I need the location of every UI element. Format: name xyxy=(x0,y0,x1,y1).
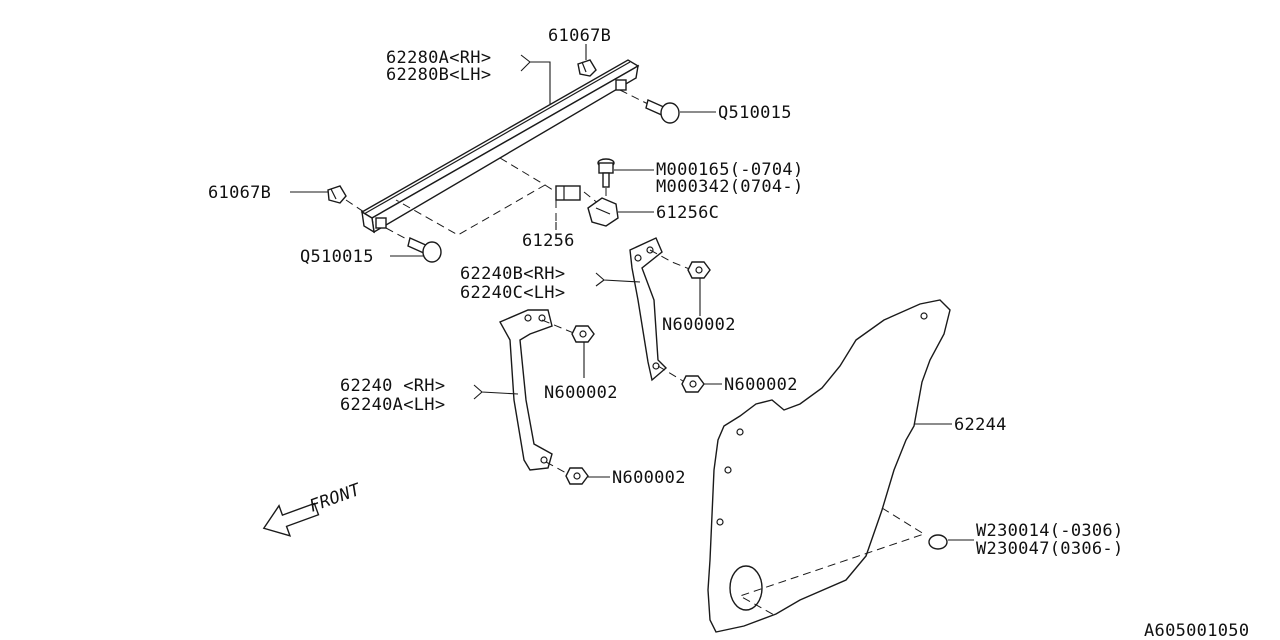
rear-guide-rail xyxy=(629,237,693,385)
screw-left xyxy=(385,227,442,263)
label-nut-rear-lower: N600002 xyxy=(724,375,798,395)
bolt xyxy=(597,158,615,198)
label-sash-lh: 62280B<LH> xyxy=(386,65,491,85)
label-front-marker: FRONT xyxy=(307,479,365,516)
nut-rear-lower xyxy=(681,375,705,393)
leader-lines xyxy=(290,44,974,541)
screw-top-right xyxy=(619,89,680,124)
front-arrow xyxy=(262,502,320,537)
bracket-61256c xyxy=(587,197,619,227)
label-clip-top: 61067B xyxy=(548,26,611,46)
label-bracket: 61256 xyxy=(522,231,575,251)
bracket-61256 xyxy=(555,185,581,222)
label-plug-a: W230014(-0306) xyxy=(976,521,1124,541)
nut-rear-upper xyxy=(687,261,711,279)
label-front-guide-rh: 62240 <RH> xyxy=(340,376,445,396)
label-screw-left: Q510015 xyxy=(300,247,374,267)
label-sealing-cover: 62244 xyxy=(954,415,1007,435)
label-diagram-code: A605001050 xyxy=(1144,621,1249,640)
sealing-cover xyxy=(707,299,951,633)
label-nut-front-upper: N600002 xyxy=(544,383,618,403)
label-bolt-b: M000342(0704-) xyxy=(656,177,804,197)
label-bolt-a: M000165(-0704) xyxy=(656,160,804,180)
label-bracket-c: 61256C xyxy=(656,203,719,223)
label-screw-top: Q510015 xyxy=(718,103,792,123)
clip-top xyxy=(577,59,597,77)
front-guide-rail xyxy=(499,309,577,475)
clip-left xyxy=(327,185,365,213)
nut-front-lower xyxy=(565,467,589,485)
label-rear-guide-rh: 62240B<RH> xyxy=(460,264,565,284)
label-nut-front-lower: N600002 xyxy=(612,468,686,488)
label-rear-guide-lh: 62240C<LH> xyxy=(460,283,565,303)
label-sash-rh: 62280A<RH> xyxy=(386,48,491,68)
sash-dashed-links xyxy=(395,157,605,236)
sash-channel xyxy=(360,59,640,234)
nut-front-upper xyxy=(571,325,595,343)
label-nut-rear-upper: N600002 xyxy=(662,315,736,335)
plug xyxy=(928,534,948,550)
label-clip-left: 61067B xyxy=(208,183,271,203)
label-plug-b: W230047(0306-) xyxy=(976,539,1124,559)
label-front-guide-lh: 62240A<LH> xyxy=(340,395,445,415)
